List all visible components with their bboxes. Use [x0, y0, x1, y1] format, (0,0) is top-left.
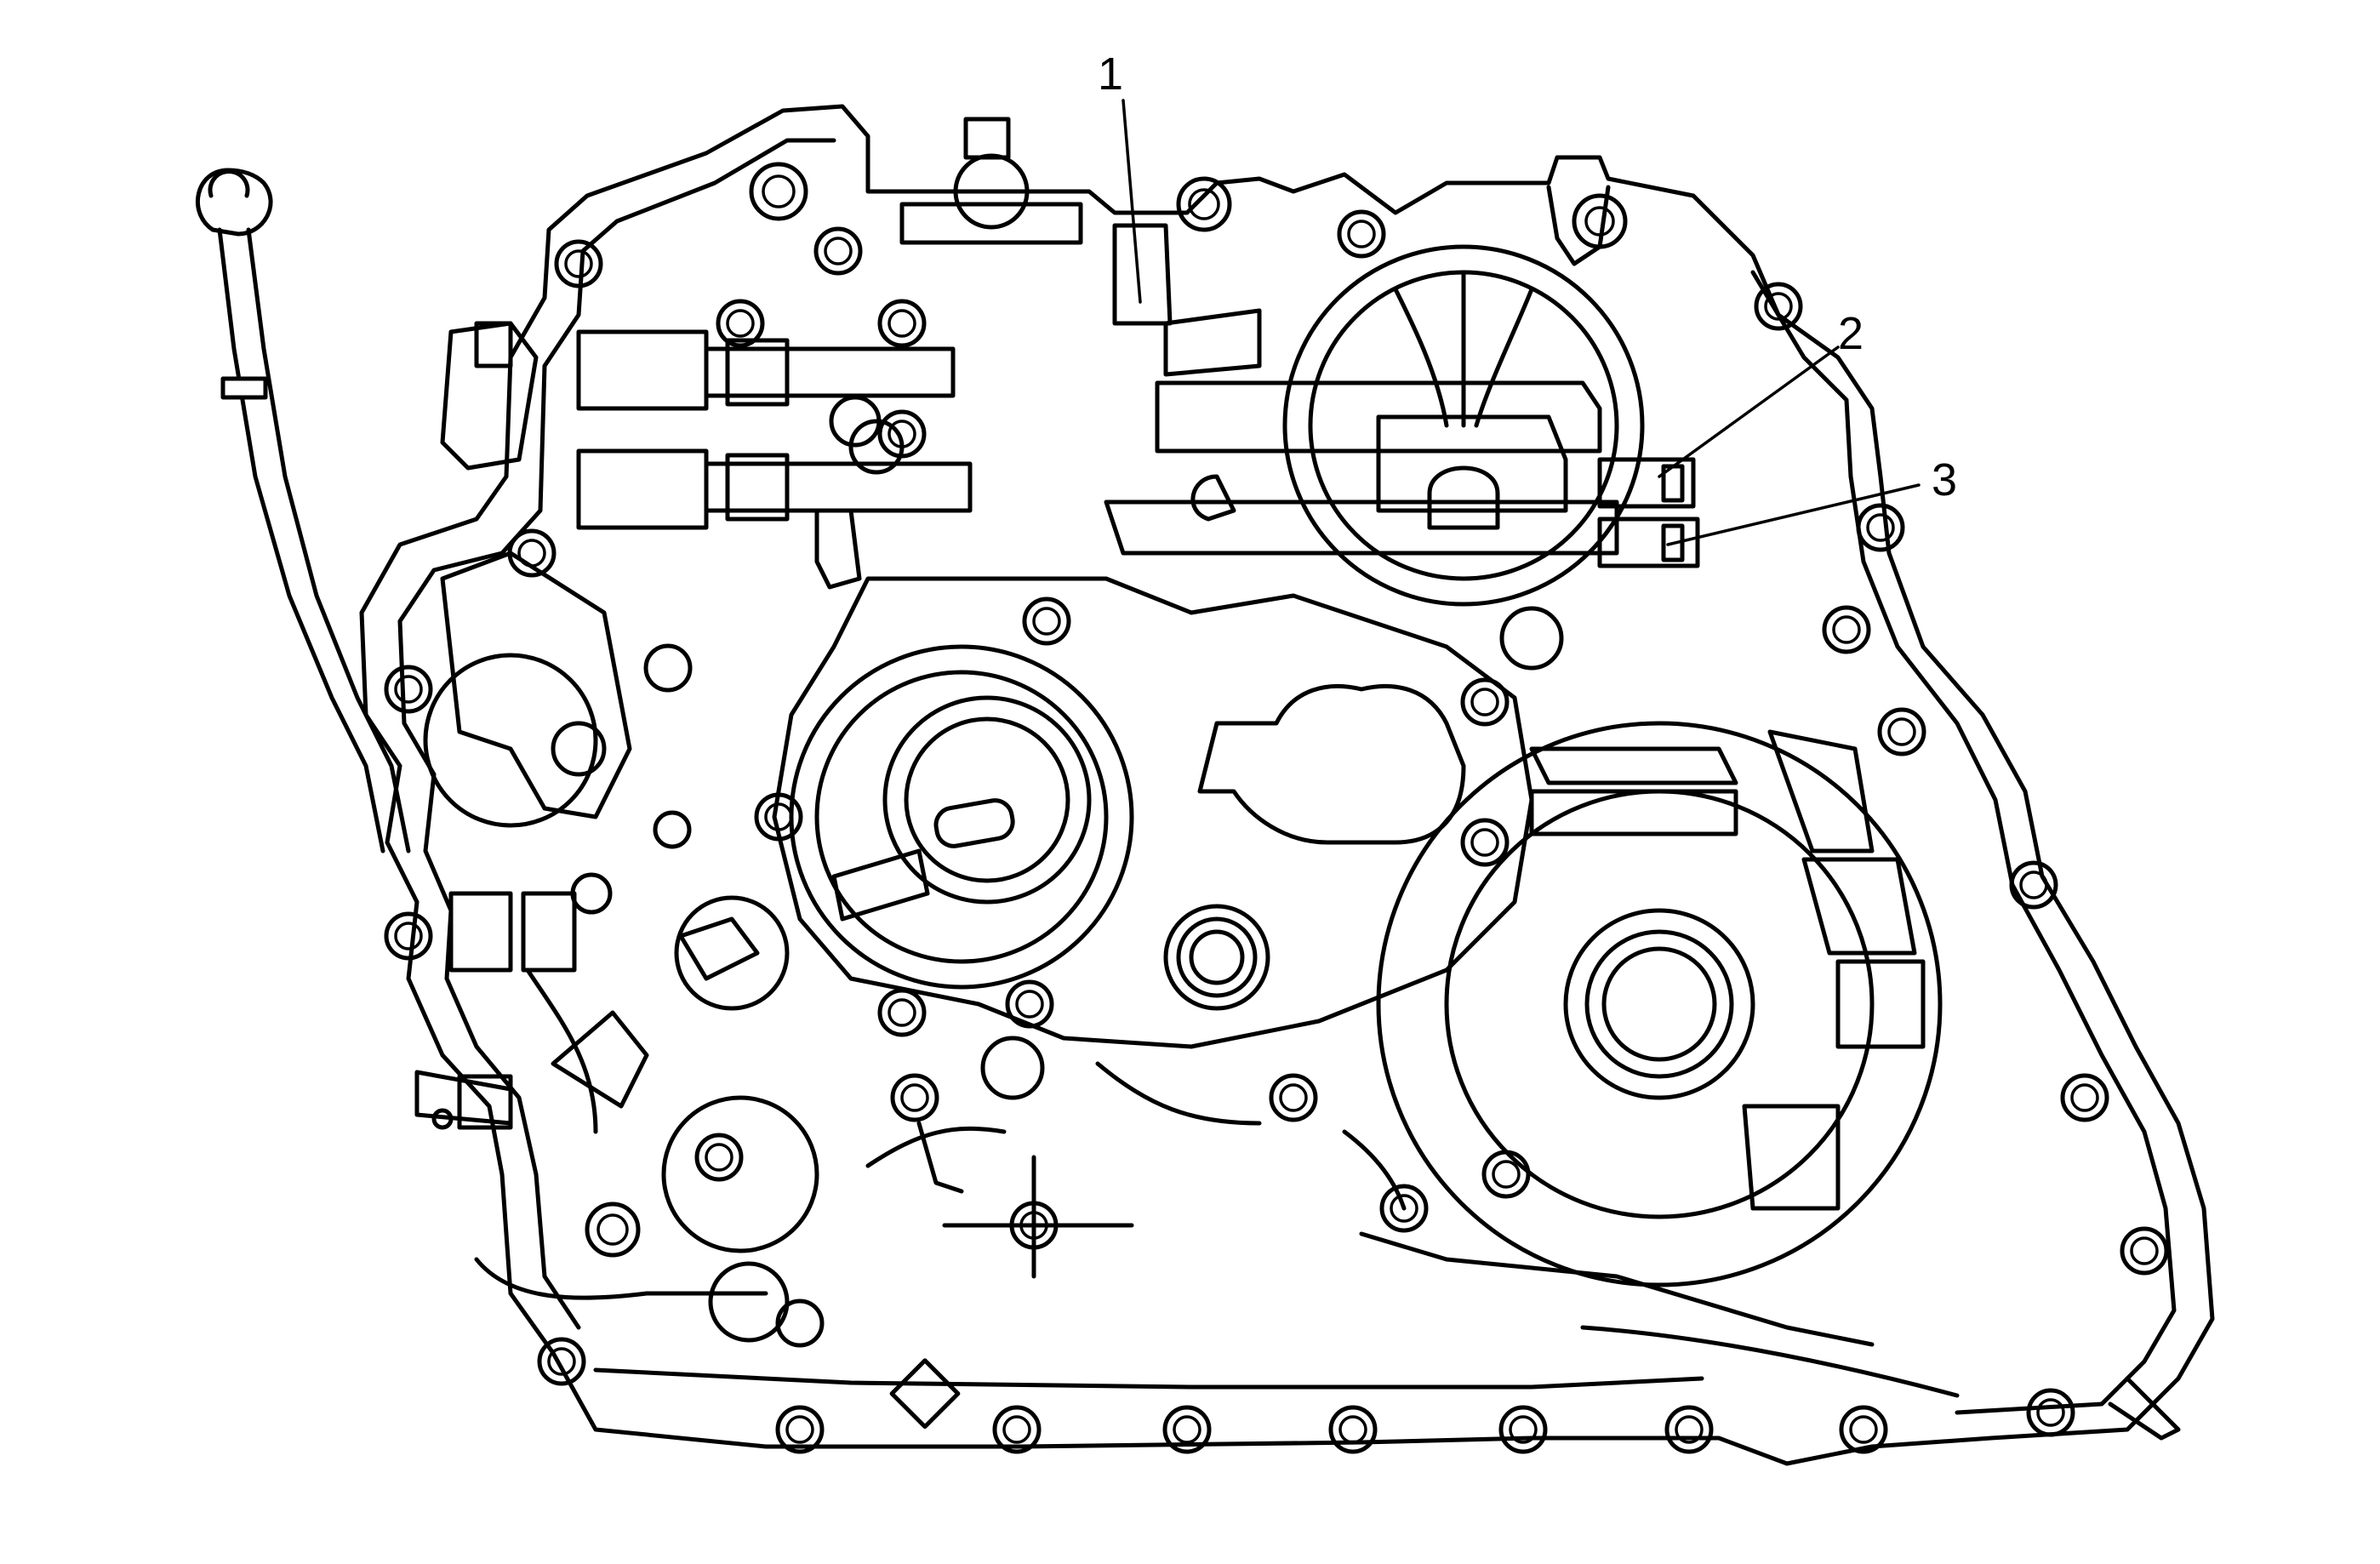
solenoid-valve-body — [440, 321, 973, 590]
top-fitting — [899, 117, 1262, 377]
callout-2: 2 — [1838, 308, 1863, 359]
lower-middle-details — [865, 988, 1531, 1430]
center-housing — [754, 576, 1534, 1049]
transmission-case-outline — [359, 104, 2215, 1466]
lower-left-components — [414, 551, 825, 1348]
perimeter-bolts — [384, 162, 2169, 1454]
differential-housing — [1359, 721, 1960, 1398]
manual-shaft-assembly — [1104, 185, 1700, 671]
dipstick — [195, 168, 411, 853]
callout-1: 1 — [1098, 49, 1123, 100]
callout-leaders — [1122, 99, 1921, 546]
callout-labels: 1 2 3 — [1098, 49, 1957, 505]
callout-3: 3 — [1932, 454, 1957, 505]
